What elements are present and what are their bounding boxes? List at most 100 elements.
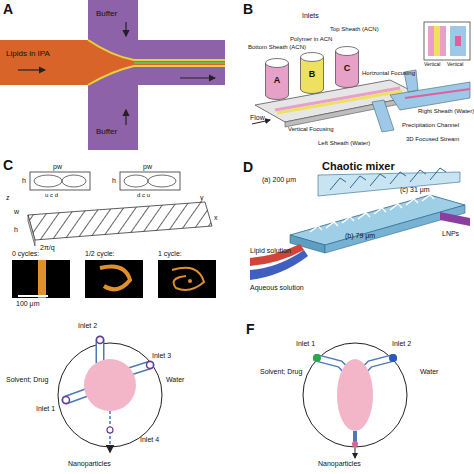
chaotic-mixer-part [310,195,434,232]
cylinder-top [266,59,289,68]
focusing-device-part [390,82,470,110]
chaotic-mixer-part [250,250,308,280]
herringbone-mixer-part [120,172,180,190]
focusing-device-part [434,26,440,56]
flow-label: Flow [250,114,265,122]
panel-letter: A [3,2,13,17]
herringbone-mixer-part [62,175,86,187]
focusing-device-part [424,22,470,60]
dimension-label: 2π/q [40,244,55,252]
chaotic-mixer-part [325,205,465,253]
flow-arrow-part [18,69,45,70]
inlet-cylinder: C [335,46,359,88]
part-label: 3D Focused Stream [406,136,459,143]
herringbone-mixer-part [158,260,216,298]
cross-junction-channel-part [88,40,225,60]
chaotic-mixer-part [318,172,460,196]
cylinder-label: A [265,75,289,85]
dimension-label: w [14,208,19,216]
panel-letter: F [246,322,255,337]
vortex-mixer-part [147,362,154,369]
inlet-label: Inlet 1 [296,340,315,348]
herringbone-mixer-part [34,175,62,187]
inlet-cylinder: B [300,52,324,94]
focusing-device-part [405,89,470,98]
dimension-label: h [14,226,18,234]
flow-focusing-chip-part [303,343,407,447]
cylinder-label: C [335,63,359,73]
inlet-label: Polymer in ACN [290,36,332,43]
flow-focusing-chip [303,343,407,458]
part-label: Left Sheath (Water) [318,140,370,147]
cycle-label: 0 cycles: [12,250,39,258]
focusing-device-part [428,26,434,56]
herringbone-mixer-part [12,260,70,298]
herringbone-mixer-part [188,279,192,283]
inset-label: Vertical [424,62,440,68]
inlet-label: Inlet 3 [152,352,171,360]
panel-letter: C [3,158,13,173]
flow-label: Lipid solution [250,247,291,255]
focusing-device [255,22,470,132]
cylinder-body [266,63,289,100]
inlet-cylinder: A [265,58,289,100]
cylinder-top [301,53,324,62]
herringbone-mixer-part [28,215,35,246]
herringbone-mixer-part [148,175,176,187]
inlet-label: Inlet 2 [392,340,411,348]
inlet-label: Water [420,368,438,376]
axis-label: y [200,194,204,202]
chaotic-mixer [250,168,470,280]
axis-label: z [6,194,10,202]
flow-focusing-chip-part [353,431,357,442]
vortex-mixer-part [97,337,104,344]
dimension-label: h [22,177,26,185]
cycle-label: 1/2 cycle: [85,250,115,258]
flow-focusing-chip-part [355,448,356,458]
herringbone-mixer-part [124,175,148,187]
herringbone-mixer-part [100,267,130,290]
herringbone-mixer-part [18,295,48,297]
inlet-label: Inlet 2 [78,322,97,330]
dimension-label: (a) 200 μm [262,176,296,184]
inlet-label: Inlet 4 [140,436,159,444]
inset-label: Vertical [447,62,463,68]
focusing-device-part [455,36,461,46]
part-label: Horizontal Focusing [362,70,415,77]
chaotic-mixer-part [440,212,470,226]
cycle-label: 1 cycle: [158,250,182,258]
dimension-label: pw [143,163,152,171]
inlet-label: Bottom Sheath (ACN) [248,44,306,51]
inlet-label: Solvent; Drug [6,376,48,384]
panel-title: Chaotic mixer [322,160,395,172]
flow-arrow [18,22,215,125]
cylinder-label: B [300,69,324,79]
focusing-device-part [372,100,394,132]
flow-focusing-chip-part [352,441,358,447]
part-label: Vertical Focusing [288,126,334,133]
herringbone-mixer-part [172,268,204,290]
flow-label: LNPs [442,230,459,238]
dimension-label: (c) 31 μm [400,186,430,194]
cylinder-top [336,47,359,56]
herringbone-mixer-part [38,260,46,298]
flow-arrow-part [125,22,126,36]
herringbone-mixer [12,172,216,298]
part-label: Right Sheath (Water) [418,108,474,115]
inlet-label: Solvent; Drug [260,368,302,376]
flow-label: Lipids in IPA [6,50,50,59]
vortex-mixer [58,337,162,453]
flow-label: Buffer [96,10,117,19]
focusing-device-part [450,26,466,56]
dimension-label: h [112,177,116,185]
focusing-device-part [440,26,446,56]
inlet-label: Inlets [302,12,319,20]
vortex-mixer-part [84,359,136,411]
cross-junction-channel [0,0,225,150]
flow-label: Buffer [96,128,117,137]
flow-label: u c d [45,192,58,199]
cross-junction-channel-part [88,66,225,85]
cross-junction-channel-part [0,40,225,85]
dimension-label: pw [53,163,62,171]
